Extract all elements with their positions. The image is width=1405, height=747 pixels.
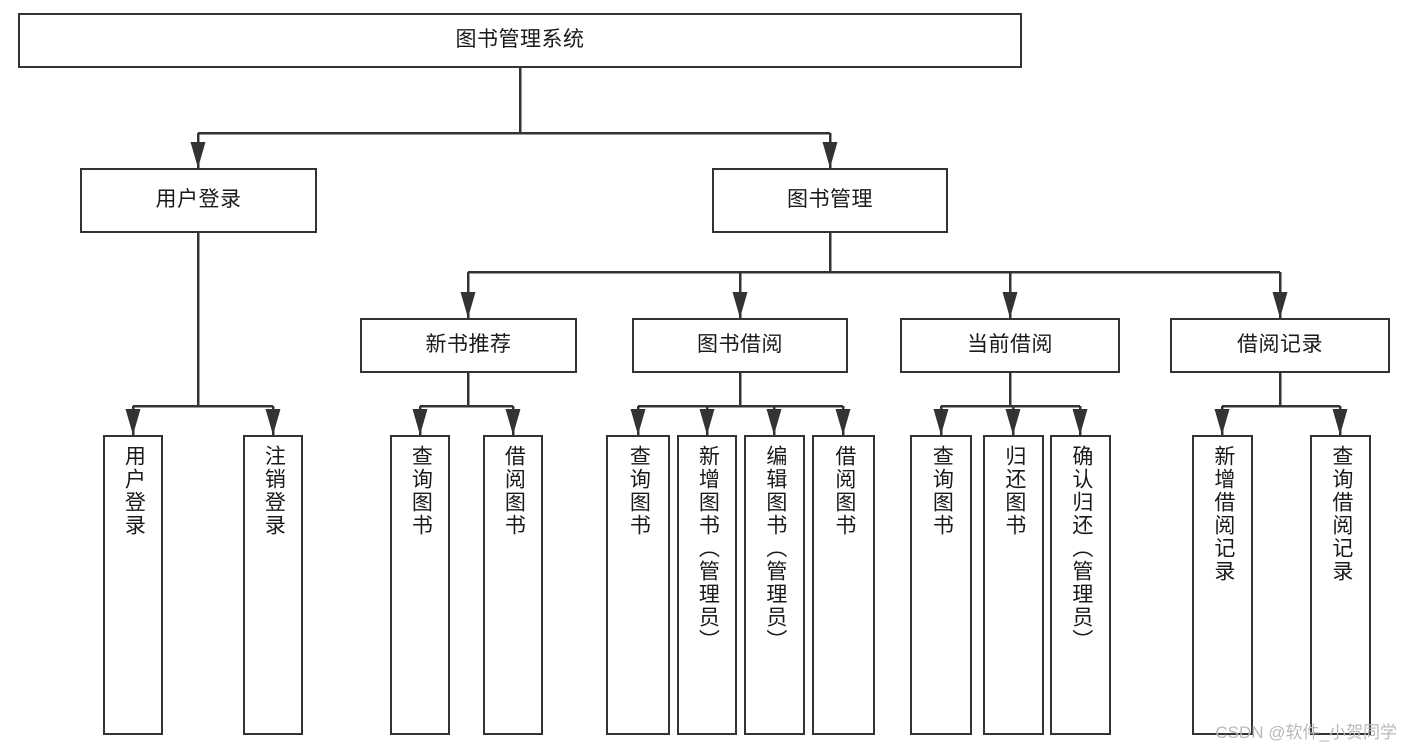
node-current-borrow[interactable]: 当前借阅 (900, 318, 1120, 373)
node-new-book-recommend[interactable]: 新书推荐 (360, 318, 577, 373)
leaf-node[interactable]: 借阅图书 (812, 435, 875, 735)
leaf-node[interactable]: 确认归还（管理员） (1050, 435, 1111, 735)
leaf-node[interactable]: 查询图书 (390, 435, 450, 735)
leaf-node-label: 借阅图书 (502, 445, 526, 537)
leaf-node-label: 查询借阅记录 (1329, 445, 1353, 583)
leaf-node[interactable]: 查询借阅记录 (1310, 435, 1371, 735)
node-book-management-label: 图书管理 (787, 188, 873, 212)
csdn-watermark: CSDN @软件_小贺同学 (1215, 723, 1397, 742)
leaf-node[interactable]: 新增借阅记录 (1192, 435, 1253, 735)
leaf-node-label: 新增图书（管理员） (696, 445, 720, 652)
node-borrow-records-label: 借阅记录 (1237, 333, 1323, 357)
leaf-node-label: 确认归还（管理员） (1069, 445, 1093, 652)
leaf-node[interactable]: 归还图书 (983, 435, 1044, 735)
node-user-login-label: 用户登录 (155, 188, 242, 212)
node-book-borrow[interactable]: 图书借阅 (632, 318, 848, 373)
leaf-node[interactable]: 查询图书 (606, 435, 670, 735)
leaf-node-label: 新增借阅记录 (1211, 445, 1235, 583)
leaf-node[interactable]: 查询图书 (910, 435, 972, 735)
leaf-node[interactable]: 编辑图书（管理员） (744, 435, 805, 735)
node-root[interactable]: 图书管理系统 (18, 13, 1022, 68)
leaf-node-label: 注销登录 (262, 445, 286, 537)
leaf-node[interactable]: 借阅图书 (483, 435, 543, 735)
leaf-node-label: 编辑图书（管理员） (763, 445, 787, 652)
leaf-node-label: 归还图书 (1002, 445, 1026, 537)
leaf-node-label: 借阅图书 (832, 445, 856, 537)
leaf-node[interactable]: 用户登录 (103, 435, 163, 735)
node-borrow-records[interactable]: 借阅记录 (1170, 318, 1390, 373)
node-root-label: 图书管理系统 (455, 28, 585, 52)
leaf-node-label: 查询图书 (930, 445, 954, 537)
leaf-node[interactable]: 注销登录 (243, 435, 303, 735)
node-book-borrow-label: 图书借阅 (697, 333, 783, 357)
node-new-book-recommend-label: 新书推荐 (425, 333, 512, 357)
leaf-node-label: 查询图书 (627, 445, 651, 537)
node-current-borrow-label: 当前借阅 (967, 333, 1053, 357)
leaf-node-label: 查询图书 (409, 445, 433, 537)
node-book-management[interactable]: 图书管理 (712, 168, 948, 233)
leaf-node-label: 用户登录 (122, 445, 146, 537)
node-user-login[interactable]: 用户登录 (80, 168, 317, 233)
leaf-node[interactable]: 新增图书（管理员） (677, 435, 737, 735)
